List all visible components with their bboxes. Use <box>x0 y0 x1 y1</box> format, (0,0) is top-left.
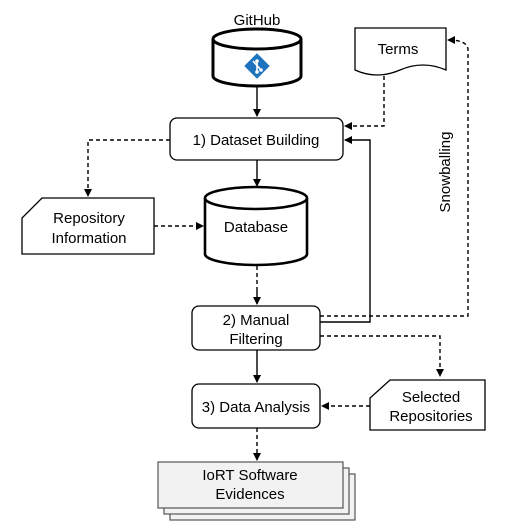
data-analysis-label: 3) Data Analysis <box>202 399 310 416</box>
repository-information-line2: Information <box>51 230 126 247</box>
repository-information-node: Repository Information <box>21 197 155 255</box>
edge-terms-to-dataset <box>344 76 385 130</box>
evidences-line2: Evidences <box>215 486 284 503</box>
selected-repositories-node: Selected Repositories <box>369 379 486 431</box>
edges <box>84 36 469 461</box>
edge-filtering-to-selected <box>320 335 444 377</box>
database-label: Database <box>224 219 288 236</box>
evidences-node: IoRT Software Evidences <box>157 461 356 521</box>
github-node: GitHub <box>211 12 303 88</box>
repository-information-line1: Repository <box>53 210 125 227</box>
edge-dataset-to-repoinfo <box>84 139 170 197</box>
selected-repositories-line1: Selected <box>402 389 460 406</box>
edge-snowballing <box>320 36 469 317</box>
data-analysis-node: 3) Data Analysis <box>191 383 321 429</box>
github-label: GitHub <box>234 12 281 29</box>
snowballing-label: Snowballing <box>437 132 454 213</box>
manual-filtering-line2: Filtering <box>229 331 282 348</box>
manual-filtering-line1: 2) Manual <box>223 312 290 329</box>
selected-repositories-line2: Repositories <box>389 408 472 425</box>
database-node: Database <box>203 185 309 267</box>
evidences-line1: IoRT Software <box>202 467 297 484</box>
terms-label: Terms <box>378 41 419 58</box>
edge-filtering-to-dataset <box>320 136 371 323</box>
terms-node: Terms <box>354 27 447 76</box>
dataset-building-label: 1) Dataset Building <box>193 132 320 149</box>
manual-filtering-node: 2) Manual Filtering <box>191 305 321 351</box>
dataset-building-node: 1) Dataset Building <box>169 117 344 161</box>
